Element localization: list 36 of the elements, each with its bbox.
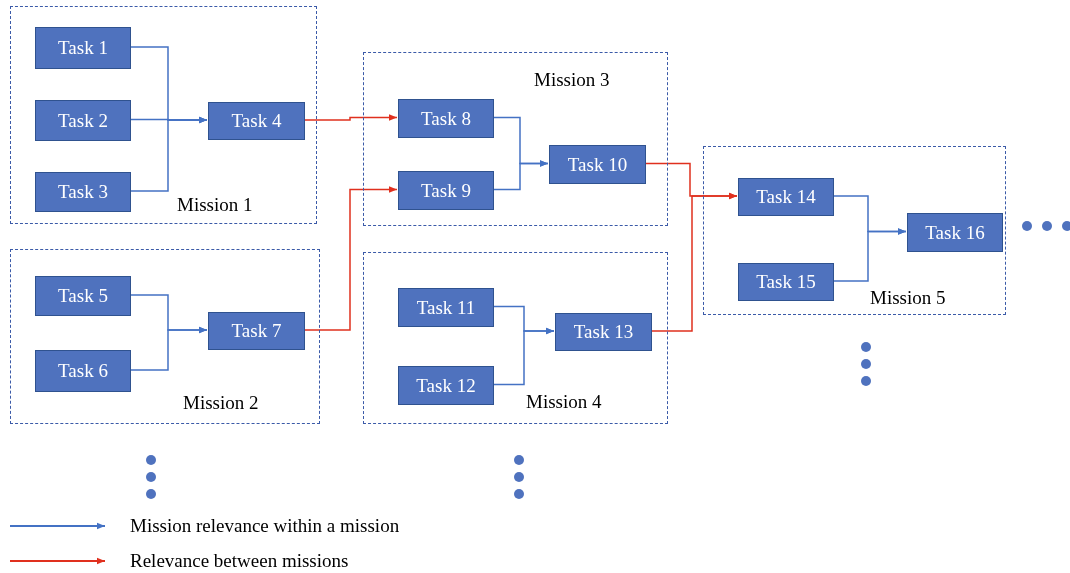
connector-arrow <box>129 116 208 192</box>
task-box: Task 2 <box>35 100 131 141</box>
mission-group-box <box>363 52 668 226</box>
mission-group-box <box>10 6 317 224</box>
mission-group-box <box>703 146 1006 315</box>
legend-text: Mission relevance within a mission <box>130 514 400 538</box>
connector-arrow <box>492 327 555 386</box>
task-box: Task 15 <box>738 263 834 301</box>
task-box: Task 6 <box>35 350 131 392</box>
task-box: Task 5 <box>35 276 131 316</box>
task-box: Task 11 <box>398 288 494 327</box>
mission-label: Mission 1 <box>177 195 253 214</box>
task-box: Task 7 <box>208 312 305 350</box>
connector-arrow <box>492 160 549 191</box>
mission-label: Mission 2 <box>183 393 259 412</box>
mission-group-box <box>10 249 320 424</box>
connector-arrow <box>650 192 738 332</box>
task-box: Task 1 <box>35 27 131 69</box>
task-box: Task 16 <box>907 213 1003 252</box>
connector-arrow <box>303 186 398 331</box>
mission-label: Mission 5 <box>870 288 946 307</box>
mission-label: Mission 3 <box>534 70 610 89</box>
mission-label: Mission 4 <box>526 392 602 411</box>
task-box: Task 4 <box>208 102 305 140</box>
task-box: Task 9 <box>398 171 494 210</box>
legend-text: Relevance between missions <box>130 549 349 573</box>
connector-arrow <box>832 228 907 282</box>
task-box: Task 12 <box>398 366 494 405</box>
task-box: Task 8 <box>398 99 494 138</box>
task-box: Task 3 <box>35 172 131 212</box>
connector-arrow <box>129 326 208 371</box>
connector-arrow <box>303 114 398 121</box>
mission-group-box <box>363 252 668 424</box>
task-box: Task 13 <box>555 313 652 351</box>
task-box: Task 14 <box>738 178 834 216</box>
task-box: Task 10 <box>549 145 646 184</box>
